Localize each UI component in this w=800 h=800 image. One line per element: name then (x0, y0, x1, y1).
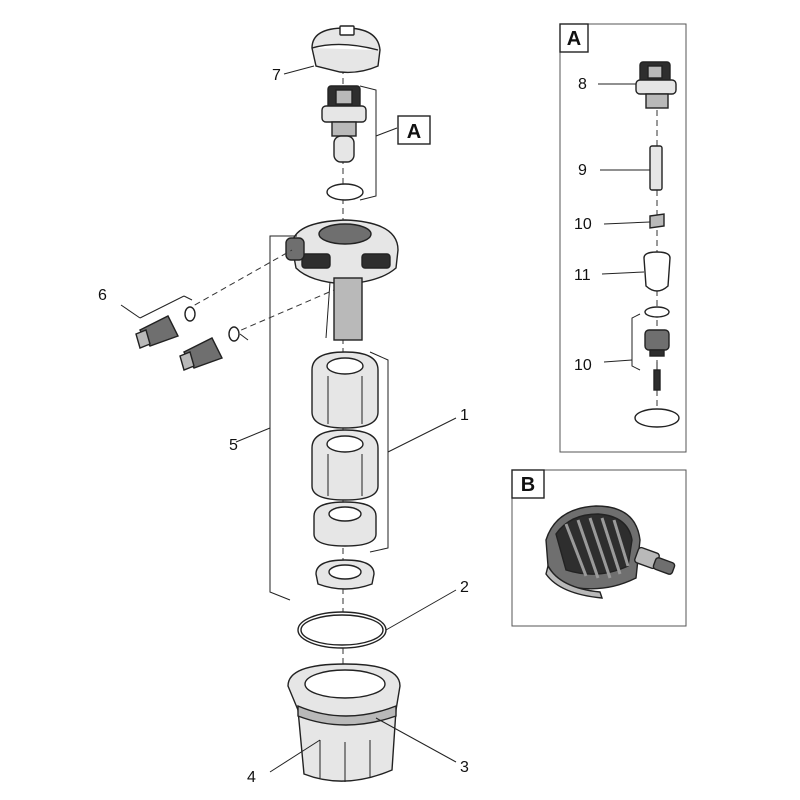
callout-3: 3 (460, 759, 469, 776)
part-6-hose-connectors (120, 249, 335, 371)
panel-a-part-8 (635, 61, 677, 109)
part-1-filter-foams (311, 351, 379, 547)
callout-5: 5 (229, 437, 238, 454)
callout-8: 8 (578, 76, 587, 93)
panel-b-label: B (521, 474, 535, 496)
panel-a-part-11-bulb (643, 251, 671, 292)
callout-6: 6 (98, 287, 107, 304)
callout-10-lower: 10 (574, 357, 592, 374)
label-box-a-main (397, 115, 431, 145)
bracket-part-5 (269, 235, 297, 601)
panel-b-label-box (511, 469, 545, 499)
panel-b: B (511, 469, 687, 627)
leader-part-7 (283, 65, 315, 75)
panel-a-label-box (559, 23, 589, 53)
callout-11: 11 (574, 267, 591, 284)
part-5-housing-lid (285, 219, 399, 341)
o-ring-upper (326, 183, 364, 201)
filter-foam-top (311, 351, 379, 429)
panel-a-small-o-ring (644, 306, 670, 318)
bracket-part-1 (369, 351, 389, 553)
callout-10-upper: 10 (574, 216, 592, 233)
part-4-housing-body (287, 663, 401, 782)
callout-4: 4 (247, 769, 256, 786)
panel-b-pump (545, 505, 676, 599)
callout-7: 7 (272, 67, 281, 84)
panel-a-part-10-clip (649, 213, 665, 229)
part-8-lamp-head (321, 85, 367, 163)
panel-a-part-9-quartz-tube (649, 145, 663, 191)
bracket-part-a (359, 85, 377, 201)
filter-foam-middle (311, 429, 379, 501)
leader-part-4 (269, 739, 321, 773)
foam-support-ring (315, 559, 375, 590)
callout-1: 1 (460, 407, 469, 424)
callout-9: 9 (578, 162, 587, 179)
label-a-main: A (407, 121, 421, 143)
callout-2: 2 (460, 579, 469, 596)
part-7-cover-cap (311, 25, 381, 74)
panel-a-label: A (567, 28, 581, 50)
panel-a-bracket-10 (631, 313, 641, 371)
panel-a-part-10-fitting (644, 329, 670, 391)
filter-foam-bottom (313, 501, 377, 547)
leader-part-3 (375, 717, 457, 763)
panel-a-bottom-o-ring (634, 408, 680, 428)
panel-a: A 8 9 10 (559, 23, 687, 453)
